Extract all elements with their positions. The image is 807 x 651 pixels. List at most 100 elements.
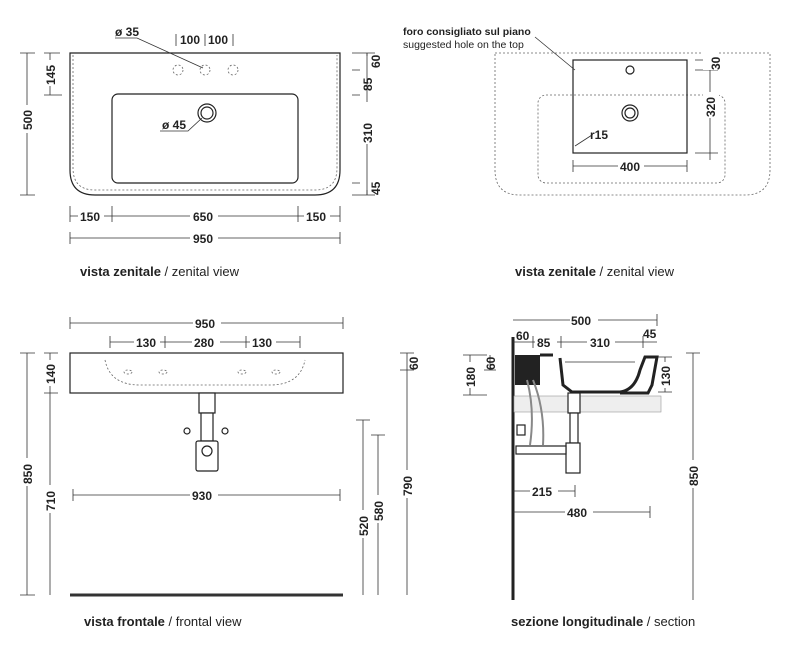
dimension-lines: [534, 36, 718, 172]
caption-en: frontal view: [175, 614, 242, 629]
dim-30: 30: [709, 56, 723, 70]
hole-diameter: ø 35: [115, 25, 139, 39]
dim-850: 850: [687, 466, 701, 486]
valve-icon: [183, 427, 191, 435]
dim-130-right: 130: [252, 336, 272, 350]
gap: [18, 458, 36, 486]
tap-hole: [123, 369, 133, 375]
dim-45: 45: [643, 327, 657, 341]
dim-145: 145: [44, 65, 58, 85]
caption-front-view: vista frontale / frontal view: [84, 614, 242, 629]
radius-15: r15: [590, 128, 608, 142]
gap: [703, 50, 719, 70]
gap: [304, 208, 330, 224]
dim-60-vertical: 60: [484, 356, 498, 370]
dim-310: 310: [361, 123, 375, 143]
dim-60: 60: [369, 54, 383, 68]
gap: [461, 362, 477, 388]
countertop: [513, 395, 662, 413]
tap-hole: [158, 369, 168, 375]
bowl-outline: [111, 93, 299, 184]
basin-section: [540, 353, 659, 395]
front-view: 950 130 280 130 930 850 140 710 520 580 …: [18, 315, 421, 597]
dim-85: 85: [537, 336, 551, 350]
gap: [18, 105, 36, 133]
caption-section-view: sezione longitudinale / section: [511, 614, 696, 629]
dim-130: 130: [659, 366, 673, 386]
caption-hole-view: vista zenitale / zenital view: [515, 264, 674, 279]
dim-950: 950: [195, 317, 215, 331]
hole-view: 30 320 400 r15: [494, 36, 771, 196]
gap: [618, 158, 644, 174]
siphon: [565, 442, 581, 474]
dim-45: 45: [369, 181, 383, 195]
bowl-hidden: [104, 359, 306, 386]
caption-it: vista frontale: [84, 614, 165, 629]
gap: [190, 230, 218, 246]
dimension-lines: [463, 314, 700, 600]
top-view: ø 35 ø 45 100 100 500 145 60 85 310 45 1…: [18, 25, 383, 246]
tap-hole-icon: [199, 64, 211, 76]
gap: [190, 487, 218, 503]
cutout-rect: [572, 59, 688, 154]
dim-60: 60: [516, 329, 530, 343]
gap: [193, 315, 221, 331]
drain-pipe: [198, 392, 216, 414]
caption-it: vista zenitale: [515, 264, 596, 279]
basin-dashed-outline: [494, 52, 771, 196]
caption-top-view: vista zenitale / zenital view: [80, 264, 239, 279]
dim-710: 710: [44, 491, 58, 511]
gap: [192, 334, 220, 350]
drain-inner: [200, 106, 214, 120]
note-italian: foro consigliato sul piano: [403, 26, 531, 38]
tap-hole-icon: [172, 64, 184, 76]
caption-it: vista zenitale: [80, 264, 161, 279]
gap: [190, 208, 218, 224]
basin-front: [69, 352, 344, 394]
gap: [530, 483, 558, 499]
section-view: 500 60 85 310 45 60 180 130 850 215 480: [461, 312, 702, 600]
dim-150-left: 150: [80, 210, 100, 224]
supply-hoses: [526, 379, 545, 446]
dim-850: 850: [21, 464, 35, 484]
tap-hole: [237, 369, 247, 375]
caption-en: zenital view: [606, 264, 674, 279]
gap: [42, 360, 58, 386]
bowl-dashed: [537, 94, 726, 184]
gap: [399, 470, 415, 498]
pipe: [200, 412, 214, 442]
gap: [686, 460, 702, 488]
drain-diameter: ø 45: [162, 118, 186, 132]
gap: [570, 312, 598, 328]
siphon-cap: [201, 445, 213, 457]
waste-pipe: [515, 445, 567, 455]
gap: [370, 495, 386, 523]
gap: [587, 334, 615, 350]
dim-180: 180: [464, 367, 478, 387]
valve-icon: [221, 427, 229, 435]
dim-580: 580: [372, 501, 386, 521]
drain-pipe: [567, 392, 581, 414]
dim-950: 950: [193, 232, 213, 246]
gap: [42, 60, 58, 86]
gap: [355, 510, 371, 538]
tap-hole-icon: [227, 64, 239, 76]
tap-hole-icon: [625, 65, 635, 75]
dim-140: 140: [44, 364, 58, 384]
gap: [535, 334, 557, 350]
dim-310: 310: [590, 336, 610, 350]
gap: [250, 334, 276, 350]
gap: [658, 362, 674, 388]
dim-520: 520: [357, 516, 371, 536]
caption-en: zenital view: [171, 264, 239, 279]
note-english: suggested hole on the top: [403, 39, 524, 51]
gap: [42, 485, 58, 513]
dim-480: 480: [567, 506, 587, 520]
rim-line: [72, 55, 338, 191]
caption-en: section: [654, 614, 696, 629]
gap: [134, 334, 160, 350]
dim-500: 500: [571, 314, 591, 328]
dim-930: 930: [192, 489, 212, 503]
hole-note: foro consigliato sul piano suggested hol…: [403, 26, 531, 52]
tap-hole: [271, 369, 281, 375]
